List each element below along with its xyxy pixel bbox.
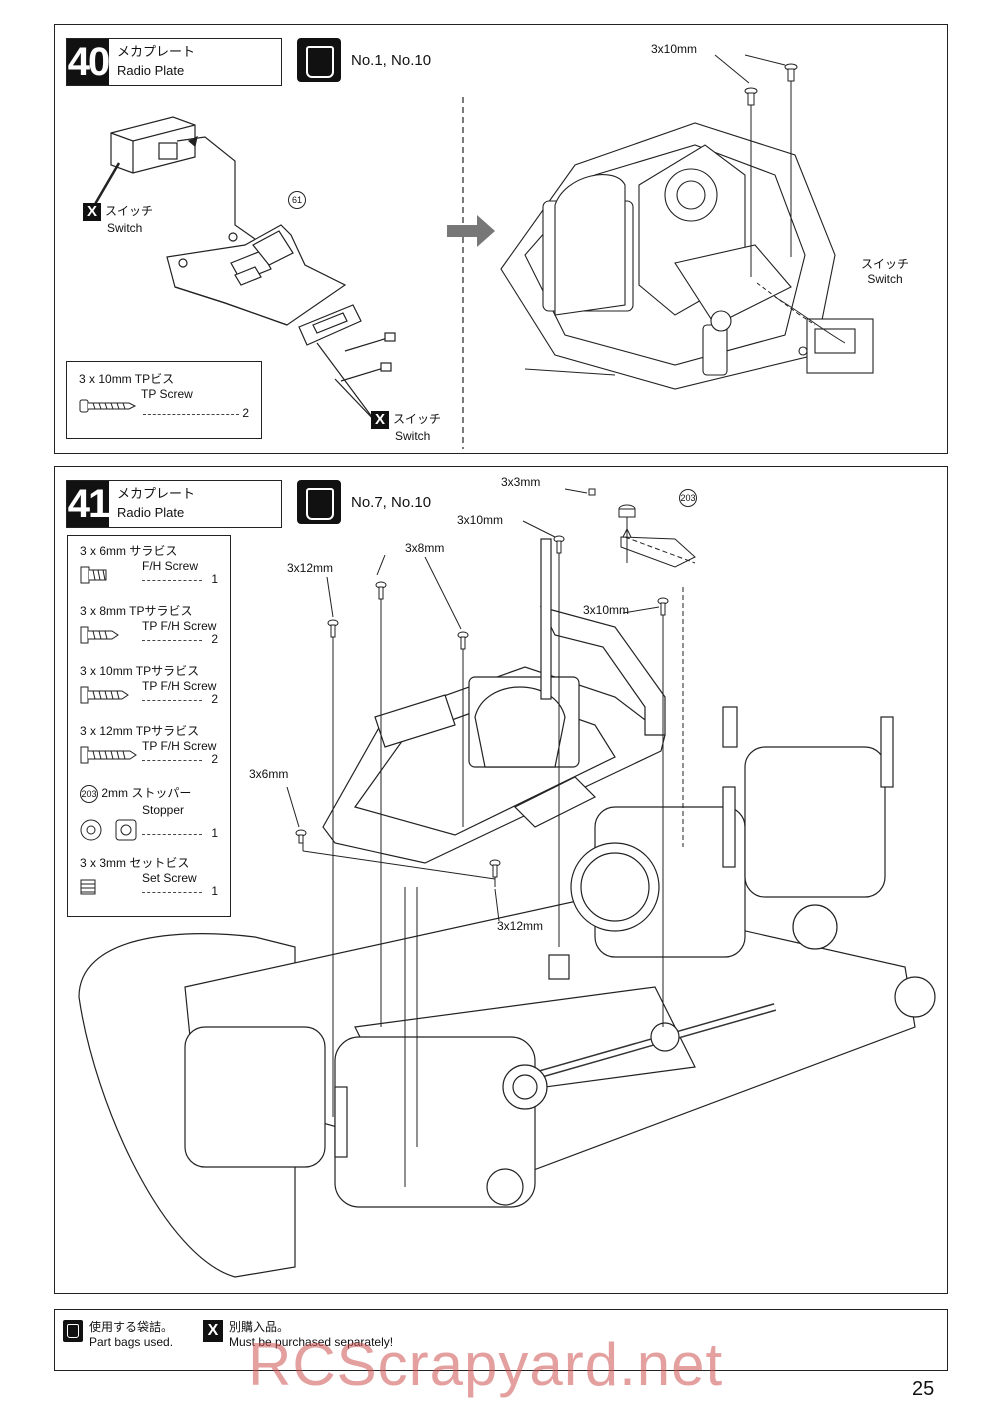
part-name-jp: 3 x 8mm TPサラビス bbox=[80, 604, 193, 618]
part-qty: 2 bbox=[242, 406, 249, 420]
part-name-jp: 3 x 10mm TPサラビス bbox=[80, 664, 200, 678]
bag-numbers: No.1, No.10 bbox=[351, 51, 432, 69]
step-41-header: 41 メカプレート Radio Plate bbox=[66, 480, 282, 528]
step-number: 41 bbox=[67, 481, 110, 527]
screw-label-3x10-right: 3x10mm bbox=[583, 603, 630, 617]
part-name-en: TP F/H Screw bbox=[142, 619, 217, 633]
set-screw-icon bbox=[80, 879, 96, 895]
bag-icon bbox=[297, 480, 341, 524]
part-item: 3 x 3mm セットビス Set Screw 1 bbox=[80, 854, 218, 898]
switch-en: Switch bbox=[107, 221, 143, 235]
part-item: 203 2mm ストッパー Stopper 1 bbox=[80, 784, 218, 841]
bag-icon bbox=[63, 1320, 83, 1342]
legend-bags-jp: 使用する袋詰。 bbox=[89, 1320, 174, 1334]
part-qty: 1 bbox=[211, 826, 218, 840]
part-name-en: F/H Screw bbox=[142, 559, 199, 573]
part-ref-203: 203 bbox=[679, 489, 697, 507]
legend-bags-en: Part bags used. bbox=[89, 1335, 174, 1349]
legend-bags: 使用する袋詰。 Part bags used. bbox=[63, 1320, 173, 1350]
switch-label-right: スイッチ Switch bbox=[861, 257, 909, 287]
switch-jp: スイッチ bbox=[393, 412, 442, 427]
part-name-en: TP F/H Screw bbox=[142, 679, 217, 693]
bags-used: No.7, No.10 bbox=[297, 480, 431, 524]
screw-label-3x8: 3x8mm bbox=[405, 541, 445, 555]
screw-label-3x12-bottom: 3x12mm bbox=[497, 919, 544, 933]
part-item: 3 x 8mm TPサラビス TP F/H Screw 2 bbox=[80, 602, 218, 646]
part-name-jp: 2mm ストッパー bbox=[101, 786, 192, 800]
tp-fh-screw-icon bbox=[80, 746, 137, 764]
switch-en: Switch bbox=[395, 429, 431, 443]
part-ref-61: 61 bbox=[288, 191, 306, 209]
part-item: 3 x 10mm TPビス TP Screw 2 bbox=[79, 370, 249, 420]
parts-box-40: 3 x 10mm TPビス TP Screw 2 bbox=[66, 361, 262, 439]
bag-icon bbox=[297, 38, 341, 82]
stopper-name-row: 203 2mm ストッパー bbox=[80, 784, 218, 803]
part-qty: 2 bbox=[211, 692, 218, 706]
part-qty: 1 bbox=[211, 572, 218, 586]
screw-label-3x3: 3x3mm bbox=[501, 475, 541, 489]
switch-label-bottom: X スイッチ Switch bbox=[371, 411, 441, 444]
part-ref-circle: 61 bbox=[288, 191, 306, 209]
part-name-jp: 3 x 3mm セットビス bbox=[80, 856, 190, 870]
tp-screw-icon bbox=[79, 399, 137, 413]
legend-box: 使用する袋詰。 Part bags used. X 別購入品。 Must be … bbox=[54, 1309, 948, 1371]
part-qty: 1 bbox=[211, 884, 218, 898]
part-ref-circle: 203 bbox=[80, 785, 98, 803]
legend-separate-en: Must be purchased separately! bbox=[229, 1335, 394, 1349]
part-name-en: Stopper bbox=[142, 803, 185, 817]
screw-label-3x6: 3x6mm bbox=[249, 767, 289, 781]
step-41-panel: 41 メカプレート Radio Plate No.7, No.10 bbox=[54, 466, 948, 1294]
switch-label-left: X スイッチ Switch bbox=[83, 203, 153, 236]
parts-box-41: 3 x 6mm サラビス F/H Screw 1 3 x 8mm TPサラビス … bbox=[67, 535, 231, 917]
bags-used: No.1, No.10 bbox=[297, 38, 431, 82]
part-name-en: TP Screw bbox=[141, 387, 193, 401]
tp-fh-screw-icon bbox=[80, 686, 129, 704]
step-title-jp: メカプレート bbox=[117, 44, 196, 59]
part-qty: 2 bbox=[211, 752, 218, 766]
step-40-panel: 40 メカプレート Radio Plate No.1, No.10 bbox=[54, 24, 948, 454]
part-name-jp: 3 x 6mm サラビス bbox=[80, 544, 178, 558]
part-qty: 2 bbox=[211, 632, 218, 646]
part-name-en: TP F/H Screw bbox=[142, 739, 217, 753]
part-ref-circle: 203 bbox=[679, 489, 697, 507]
tp-fh-screw-icon bbox=[80, 626, 119, 644]
fh-screw-icon bbox=[80, 566, 107, 584]
screw-label-3x10-top: 3x10mm bbox=[457, 513, 504, 527]
step-title-en: Radio Plate bbox=[117, 63, 185, 78]
screw-size-label: 3x10mm bbox=[651, 42, 698, 56]
part-item: 3 x 6mm サラビス F/H Screw 1 bbox=[80, 542, 218, 586]
page-number: 25 bbox=[912, 1378, 935, 1400]
separate-purchase-icon: X bbox=[203, 1320, 223, 1342]
part-item: 3 x 12mm TPサラビス TP F/H Screw 2 bbox=[80, 722, 218, 766]
part-name-jp: 3 x 12mm TPサラビス bbox=[80, 724, 200, 738]
part-name-jp: 3 x 10mm TPビス bbox=[79, 372, 175, 386]
step-40-header: 40 メカプレート Radio Plate bbox=[66, 38, 282, 86]
step-title-jp: メカプレート bbox=[117, 486, 196, 501]
watermark: RCScrapyard.net bbox=[248, 1331, 724, 1398]
screw-label-3x12-top: 3x12mm bbox=[287, 561, 334, 575]
separate-purchase-icon: X bbox=[83, 203, 101, 221]
bag-numbers: No.7, No.10 bbox=[351, 493, 432, 511]
radio-plate-switch-diagram bbox=[89, 54, 874, 449]
legend-separate: X 別購入品。 Must be purchased separately! bbox=[203, 1320, 393, 1350]
switch-jp: スイッチ bbox=[861, 257, 910, 271]
switch-en: Switch bbox=[867, 272, 903, 286]
stopper-icon bbox=[80, 819, 137, 841]
legend-separate-jp: 別購入品。 bbox=[229, 1320, 290, 1334]
step-number: 40 bbox=[67, 39, 110, 85]
part-item: 3 x 10mm TPサラビス TP F/H Screw 2 bbox=[80, 662, 218, 706]
chassis-assembly-diagram bbox=[78, 488, 936, 1278]
separate-purchase-icon: X bbox=[371, 411, 389, 429]
part-name-en: Set Screw bbox=[142, 871, 197, 885]
step-title-en: Radio Plate bbox=[117, 505, 185, 520]
switch-jp: スイッチ bbox=[105, 204, 154, 219]
